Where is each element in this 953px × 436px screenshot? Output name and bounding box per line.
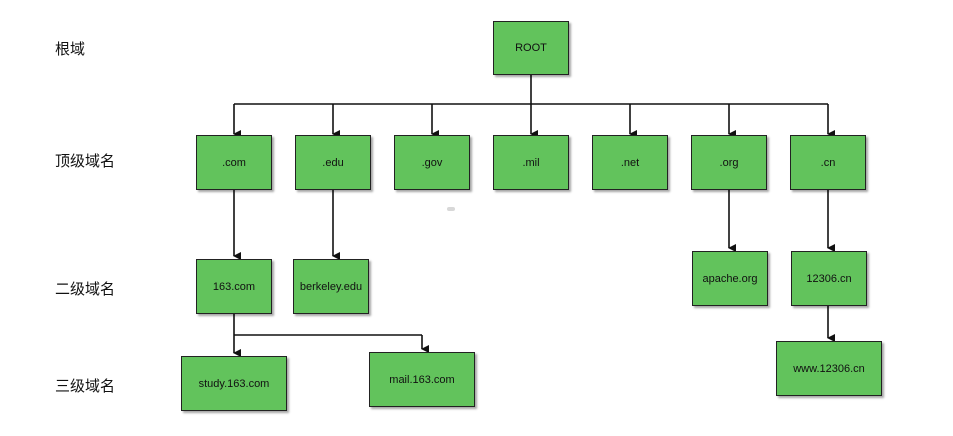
node-apache-org: apache.org <box>692 251 768 306</box>
node-study-163-com: study.163.com <box>181 356 287 411</box>
node-com: .com <box>196 135 272 190</box>
node-mail-163-com: mail.163.com <box>369 352 475 407</box>
node-root: ROOT <box>493 21 569 75</box>
node-12306-cn: 12306.cn <box>791 251 867 306</box>
node-cn: .cn <box>790 135 866 190</box>
node-mil: .mil <box>493 135 569 190</box>
level-label-root: 根域 <box>55 40 86 58</box>
scan-smudge <box>447 207 455 211</box>
node-berkeley-edu: berkeley.edu <box>293 259 369 314</box>
level-label-top: 顶级域名 <box>55 152 116 170</box>
node-www-12306-cn: www.12306.cn <box>776 341 882 396</box>
node-gov: .gov <box>394 135 470 190</box>
node-org: .org <box>691 135 767 190</box>
node-edu: .edu <box>295 135 371 190</box>
node-net: .net <box>592 135 668 190</box>
level-label-second: 二级域名 <box>55 280 116 298</box>
node-163-com: 163.com <box>196 259 272 314</box>
level-label-third: 三级域名 <box>55 377 116 395</box>
